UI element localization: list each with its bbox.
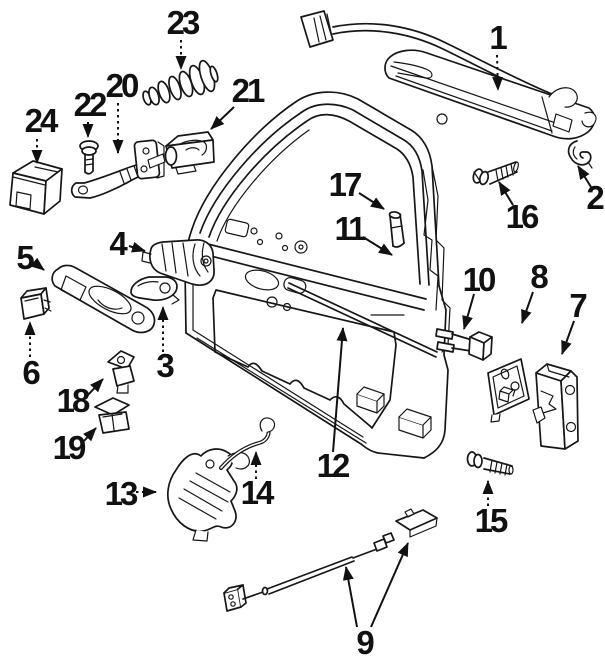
callout-number: 6 <box>22 354 40 391</box>
part-check-bolt <box>79 140 99 175</box>
part-door-striker <box>435 328 493 361</box>
callout-2: 2 <box>577 165 605 216</box>
callout-5: 5 <box>16 239 45 276</box>
part-latch-gasket <box>487 358 530 423</box>
callout-number: 14 <box>241 474 275 511</box>
callout-number: 2 <box>586 179 604 216</box>
callout-20: 20 <box>106 67 141 154</box>
callout-18: 18 <box>57 378 104 419</box>
part-lock-actuator <box>166 448 250 542</box>
leader-arrow <box>128 241 146 253</box>
part-lock-switch <box>20 287 52 320</box>
leader-arrow <box>362 236 393 256</box>
callout-number: 8 <box>530 258 548 295</box>
callout-number: 15 <box>475 502 508 539</box>
callout-17: 17 <box>329 166 385 210</box>
part-door-latch <box>532 363 579 450</box>
part-handle-clip <box>567 140 593 169</box>
callout-22: 22 <box>74 86 110 138</box>
callout-number: 3 <box>156 347 174 384</box>
callout-number: 5 <box>16 239 34 276</box>
lock-rod <box>288 282 438 353</box>
part-outside-handle-assembly <box>300 10 597 140</box>
callout-number: 20 <box>106 67 138 104</box>
callout-8: 8 <box>521 258 551 324</box>
callout-number: 17 <box>329 166 361 203</box>
callout-24: 24 <box>25 102 62 164</box>
callout-13: 13 <box>105 475 157 512</box>
callout-number: 12 <box>317 447 350 484</box>
callout-16: 16 <box>498 181 542 235</box>
callout-9: 9 <box>342 542 409 658</box>
part-mounting-screw-lower <box>466 451 514 476</box>
part-wire-boot <box>142 59 219 106</box>
leader-arrow <box>462 293 475 330</box>
callout-7: 7 <box>561 287 589 355</box>
callout-23: 23 <box>167 4 203 70</box>
leader-arrow <box>332 327 348 453</box>
leader-arrow <box>342 566 358 628</box>
callout-number: 7 <box>569 287 586 324</box>
callout-number: 13 <box>105 475 138 512</box>
callout-number: 22 <box>74 86 107 123</box>
callout-15: 15 <box>475 480 511 539</box>
callout-4: 4 <box>109 225 146 262</box>
leader-arrow <box>83 427 97 442</box>
part-door-check-strap <box>70 139 166 199</box>
callout-6: 6 <box>22 321 43 391</box>
door-shell <box>184 91 451 459</box>
callout-number: 18 <box>57 382 90 419</box>
part-hinge-lower <box>94 397 130 434</box>
callout-number: 23 <box>167 4 200 41</box>
callout-number: 16 <box>506 198 539 235</box>
leader-arrow <box>577 165 592 188</box>
callout-number: 19 <box>53 429 86 466</box>
callout-number: 24 <box>25 102 59 139</box>
callout-number: 21 <box>232 72 265 109</box>
part-glass-stopper-pin <box>388 211 405 248</box>
part-hinge-upper <box>107 350 135 394</box>
callout-3: 3 <box>156 306 177 384</box>
callout-19: 19 <box>53 427 97 466</box>
leader-arrow <box>498 181 514 206</box>
leader-arrow <box>521 291 534 324</box>
part-handle-bezel <box>51 264 156 334</box>
part-inside-handle-lever <box>130 276 180 305</box>
callout-10: 10 <box>462 261 498 330</box>
leader-arrow <box>86 378 104 397</box>
callout-number: 10 <box>463 261 495 298</box>
leader-arrow <box>210 106 235 130</box>
callout-21: 21 <box>210 72 268 130</box>
callout-number: 4 <box>109 225 128 262</box>
leader-arrow <box>561 320 575 355</box>
callout-number: 11 <box>335 210 367 247</box>
leader-arrow <box>370 542 409 628</box>
leader-arrow <box>358 192 385 210</box>
callout-number: 9 <box>356 624 374 658</box>
part-mounting-screw-upper <box>472 161 519 186</box>
top-rail-holes <box>224 218 308 312</box>
part-check-receiver <box>164 131 215 175</box>
part-wiring-harness <box>223 508 438 612</box>
callout-11: 11 <box>335 210 393 256</box>
jamb-brackets <box>356 386 432 439</box>
callout-number: 1 <box>489 19 507 56</box>
part-corner-cover <box>9 160 63 215</box>
wire-connector <box>300 10 334 48</box>
callout-12: 12 <box>317 327 353 484</box>
part-inside-handle-case <box>141 239 215 286</box>
leader-arrow <box>30 257 45 271</box>
part-actuator-rod <box>219 417 276 470</box>
